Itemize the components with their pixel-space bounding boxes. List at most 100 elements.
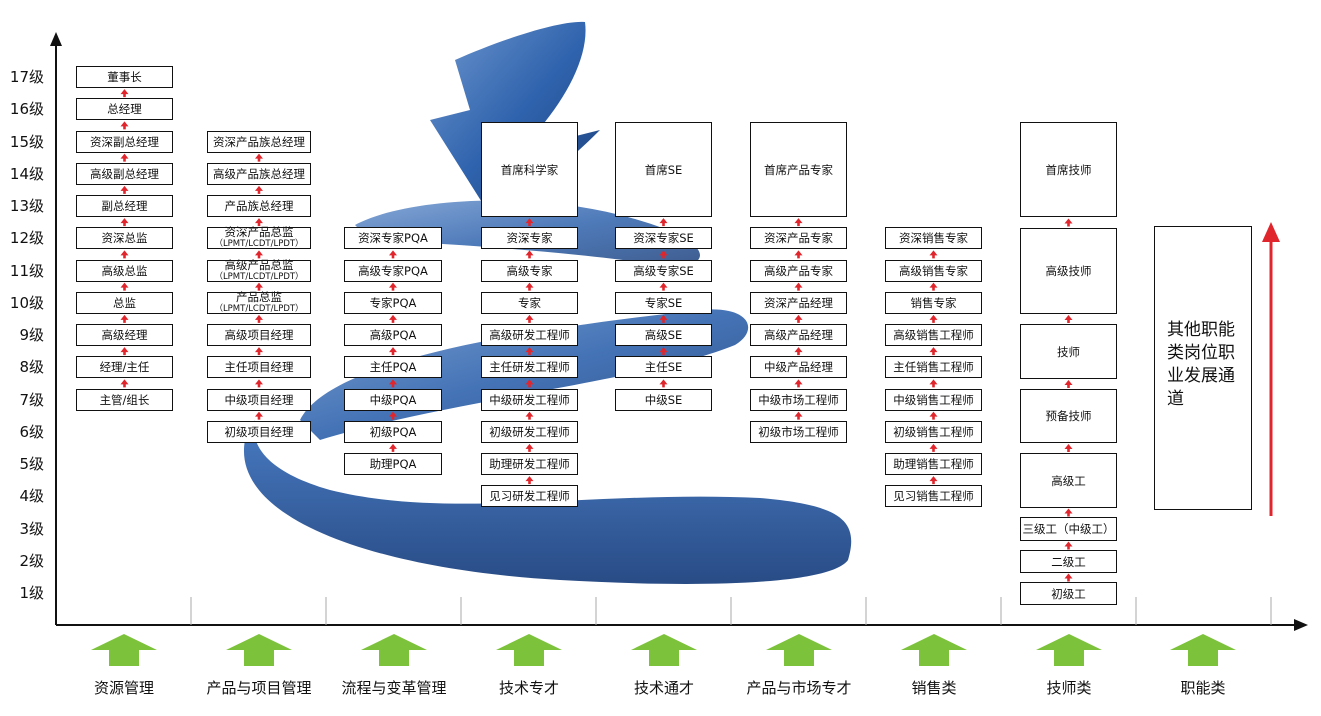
box-label: 副总经理 — [101, 199, 148, 213]
level-up-arrow — [120, 250, 129, 259]
category-label: 技师类 — [1046, 679, 1092, 697]
box-label: 经理/主任 — [99, 360, 150, 375]
box-label: 初级研发工程师 — [489, 424, 570, 439]
level-up-arrow — [929, 411, 938, 420]
level-up-arrow — [389, 250, 397, 259]
box-label: 初级工 — [1051, 586, 1086, 601]
level-up-arrow — [389, 282, 397, 291]
category-up-arrow — [901, 634, 967, 666]
level-up-arrow — [255, 379, 263, 388]
career-box-resource: 资深副总经理 — [76, 130, 173, 153]
box-label: 高级总监 — [101, 263, 148, 278]
career-box-process: 高级专家PQA — [344, 259, 442, 282]
career-box-sales: 中级销售工程师 — [885, 388, 982, 411]
level-label: 1级 — [19, 584, 44, 602]
box-label: 高级产品总监 — [224, 257, 294, 272]
career-box-technician: 高级工 — [1020, 453, 1117, 508]
level-label: 7级 — [19, 390, 44, 409]
category-label: 职能类 — [1180, 679, 1226, 697]
box-label: 专家SE — [644, 295, 683, 310]
level-label: 5级 — [19, 455, 44, 473]
category-up-arrow — [361, 634, 427, 666]
level-up-arrow — [389, 314, 397, 323]
career-box-tech-specialist: 主任研发工程师 — [481, 356, 578, 379]
career-box-product-project: 主任项目经理 — [207, 356, 311, 379]
category-up-arrow — [91, 634, 157, 666]
career-box-product-project: 初级项目经理 — [207, 420, 311, 443]
career-box-product-project: 产品族总经理 — [207, 195, 311, 217]
career-box-tech-specialist: 见习研发工程师 — [481, 485, 578, 508]
level-up-arrow — [255, 314, 263, 323]
career-box-sales: 高级销售专家 — [885, 259, 982, 282]
level-up-arrow — [929, 250, 938, 259]
career-box-product-project: 产品总监（LPMT/LCDT/LPDT） — [207, 291, 311, 314]
career-box-technician: 二级工 — [1020, 550, 1117, 573]
box-label: 资深产品专家 — [764, 231, 833, 246]
box-label: 主任项目经理 — [224, 360, 294, 375]
career-box-sales: 资深销售专家 — [885, 227, 982, 250]
box-label: 主任SE — [644, 360, 683, 375]
box-label: 首席技师 — [1045, 162, 1092, 177]
level-label: 8级 — [19, 358, 44, 377]
box-label: 高级研发工程师 — [489, 328, 570, 342]
level-up-arrow — [929, 443, 938, 452]
box-label: 初级PQA — [369, 424, 417, 439]
career-box-tech-specialist: 专家 — [481, 291, 578, 314]
level-up-arrow — [389, 379, 397, 388]
box-label: 高级经理 — [101, 328, 148, 342]
category-up-arrow — [1170, 634, 1236, 666]
level-up-arrow — [120, 218, 129, 227]
box-label: 资深产品总监 — [224, 225, 294, 240]
box-label: 高级副总经理 — [90, 166, 159, 181]
career-box-technician: 初级工 — [1020, 582, 1117, 605]
career-box-product-project: 高级产品族总经理 — [207, 162, 311, 185]
career-box-process: 专家PQA — [344, 291, 442, 314]
career-box-resource: 资深总监 — [76, 227, 173, 250]
level-up-arrow — [659, 282, 668, 291]
level-up-arrow — [255, 185, 263, 194]
box-label: 中级项目经理 — [224, 392, 294, 407]
box-label: 初级项目经理 — [224, 424, 294, 439]
box-label: 技师 — [1057, 344, 1080, 359]
category-label: 技术专才 — [498, 679, 559, 697]
level-up-arrow — [659, 218, 668, 227]
box-label: 高级专家 — [506, 263, 553, 278]
career-box-tech-generalist: 专家SE — [615, 291, 712, 314]
career-box-sales: 主任销售工程师 — [885, 356, 982, 379]
level-label: 6级 — [19, 422, 44, 441]
box-sublabel: （LPMT/LCDT/LPDT） — [214, 271, 304, 282]
level-up-arrow — [120, 347, 129, 356]
box-label: 资深产品族总经理 — [213, 134, 305, 149]
career-box-top-tech-specialist: 首席科学家 — [481, 122, 578, 217]
career-box-tech-specialist: 中级研发工程师 — [481, 388, 578, 411]
box-label: 高级产品族总经理 — [213, 166, 305, 181]
career-box-process: 初级PQA — [344, 420, 442, 443]
level-up-arrow — [794, 347, 803, 356]
level-up-arrow — [659, 379, 668, 388]
box-label: 助理销售工程师 — [893, 457, 974, 471]
career-box-sales: 助理销售工程师 — [885, 453, 982, 475]
career-box-resource: 董事长 — [76, 66, 173, 88]
box-label: 高级销售工程师 — [893, 328, 974, 342]
box-label: 资深总监 — [101, 231, 148, 246]
career-box-tech-generalist: 中级SE — [615, 388, 712, 411]
box-label: 主管/组长 — [99, 392, 150, 407]
category-label: 产品与项目管理 — [206, 679, 312, 697]
level-label: 3级 — [19, 519, 44, 538]
career-box-sales: 高级销售工程师 — [885, 324, 982, 346]
category-label: 资源管理 — [93, 679, 154, 697]
career-box-top-tech-generalist: 首席SE — [615, 122, 712, 217]
box-label: 产品族总经理 — [224, 199, 294, 213]
career-box-product-market: 高级产品专家 — [750, 259, 847, 282]
career-box-technician: 技师 — [1020, 324, 1117, 379]
level-label: 10级 — [9, 293, 44, 312]
level-up-arrow — [525, 379, 534, 388]
career-box-tech-specialist: 初级研发工程师 — [481, 420, 578, 443]
box-label: 资深副总经理 — [90, 134, 159, 149]
level-label: 16级 — [9, 100, 44, 119]
level-label: 15级 — [9, 132, 44, 151]
career-box-resource: 主管/组长 — [76, 388, 173, 411]
box-label: 总监 — [113, 295, 136, 310]
level-up-arrow — [120, 379, 129, 388]
career-box-tech-generalist: 高级专家SE — [615, 259, 712, 282]
